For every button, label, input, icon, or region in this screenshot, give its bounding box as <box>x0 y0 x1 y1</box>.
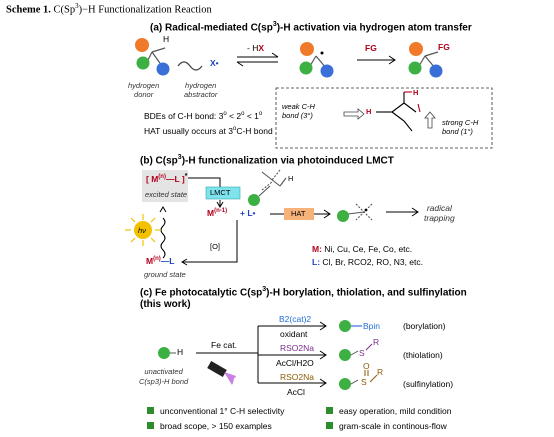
lmct-label: LMCT <box>210 188 231 197</box>
scheme-title: Scheme 1. C(Sp3)−H Functionalization Rea… <box>6 2 212 16</box>
r3-condition: AcCl <box>287 387 305 397</box>
section-c-subtitle: (this work) <box>140 299 191 310</box>
hv-label-b: hν <box>138 226 146 235</box>
thiol-s: S <box>359 348 365 358</box>
hat-label: HAT <box>291 209 306 218</box>
section-c-title: (c) Fe photocatalytic C(sp3)-H borylatio… <box>140 286 467 299</box>
feature-3: broad scope, > 150 examples <box>147 421 272 431</box>
ground-complex: M(n)—L <box>146 256 175 266</box>
sulfinyl-r: R <box>377 367 384 377</box>
h-weak: H <box>366 107 372 116</box>
thiol-r: R <box>373 337 380 347</box>
excited-state-label: excited state <box>145 190 188 199</box>
hat-box <box>284 208 314 220</box>
oxidation-label: [O] <box>210 242 221 251</box>
bullet-icon <box>147 422 154 429</box>
green-ball <box>136 56 150 70</box>
hydrogen-donor-label: hydrogen donor <box>128 81 160 99</box>
bpin-label: Bpin <box>363 321 381 331</box>
r3-reagent: RSO2Na <box>280 372 315 382</box>
h-atom: H <box>163 34 170 44</box>
section-a-title: (a) Radical-mediated C(sp3)-H activation… <box>150 21 472 34</box>
borylation-label: (borylation) <box>403 321 446 331</box>
flashlight-icon <box>207 361 236 385</box>
unactivated-label: unactivated C(sp3)-H bond <box>139 367 189 386</box>
metals-line: M: Ni, Cu, Ce, Fe, Co, etc. <box>312 244 413 254</box>
bullet-icon <box>326 422 333 429</box>
equilibrium-arrows <box>236 52 279 67</box>
fg-product: FG <box>438 42 450 52</box>
abstractor-squiggle <box>177 61 203 71</box>
start-h: H <box>177 347 184 357</box>
hv-label-c: hν <box>233 376 241 385</box>
r1-reagent: B2(cat)2 <box>279 314 312 324</box>
ground-state-label: ground state <box>144 270 186 279</box>
bullet-icon <box>147 407 154 414</box>
r1-condition: oxidant <box>280 329 308 339</box>
x-radical: X• <box>210 58 219 68</box>
sulfinylation-label: (sulfinylation) <box>403 379 454 389</box>
section-b-title: (b) C(sp3)-H functionalization via photo… <box>140 154 394 167</box>
feature-4: gram-scale in continous-flow <box>326 421 447 431</box>
fe-cat-label: Fe cat. <box>211 340 237 350</box>
hat-substrate <box>261 169 287 191</box>
blue-ball <box>156 62 170 76</box>
sun-icon <box>125 214 161 246</box>
feature-2: easy operation, mild condition <box>326 406 451 416</box>
weak-ch-label: weak C-H bond (3°) <box>282 102 315 120</box>
hat-occurs-line: HAT usually occurs at 3oC-H bond <box>144 126 273 136</box>
r2-condition: AcCl/H2O <box>276 358 314 368</box>
ligands-line: L: Cl, Br, RCO2, RO, N3, etc. <box>312 257 423 267</box>
minus-hx: - HX <box>247 43 265 53</box>
h-atom-b: H <box>288 174 294 183</box>
hydrogen-abstractor-label: hydrogen abstractor <box>184 81 218 99</box>
radical-trapping-label: radical trapping <box>424 203 455 223</box>
feature-1: unconventional 1° C-H selectivity <box>147 406 284 416</box>
fg-reagent: FG <box>365 43 377 53</box>
skeleton <box>376 92 417 132</box>
h-strong: H <box>413 88 419 97</box>
ligand-radical: + L• <box>240 208 256 218</box>
bullet-icon <box>326 407 333 414</box>
bde-dashed-box <box>275 87 493 149</box>
thiolation-label: (thiolation) <box>403 350 443 360</box>
excited-state-bg <box>142 170 188 202</box>
reduced-metal: M(n-1) <box>207 208 228 218</box>
r2-reagent: RSO2Na <box>280 343 315 353</box>
orange-ball <box>135 38 149 52</box>
sulfinyl-o: O <box>363 361 370 371</box>
strong-ch-label: strong C-H bond (1°) <box>442 118 479 136</box>
lmct-box <box>205 186 241 200</box>
bde-line: BDEs of C-H bond: 3o < 2o < 1o <box>144 111 263 121</box>
sulfinyl-s: S <box>361 377 367 387</box>
excited-complex: [ M(n)—L ]* <box>146 173 188 184</box>
